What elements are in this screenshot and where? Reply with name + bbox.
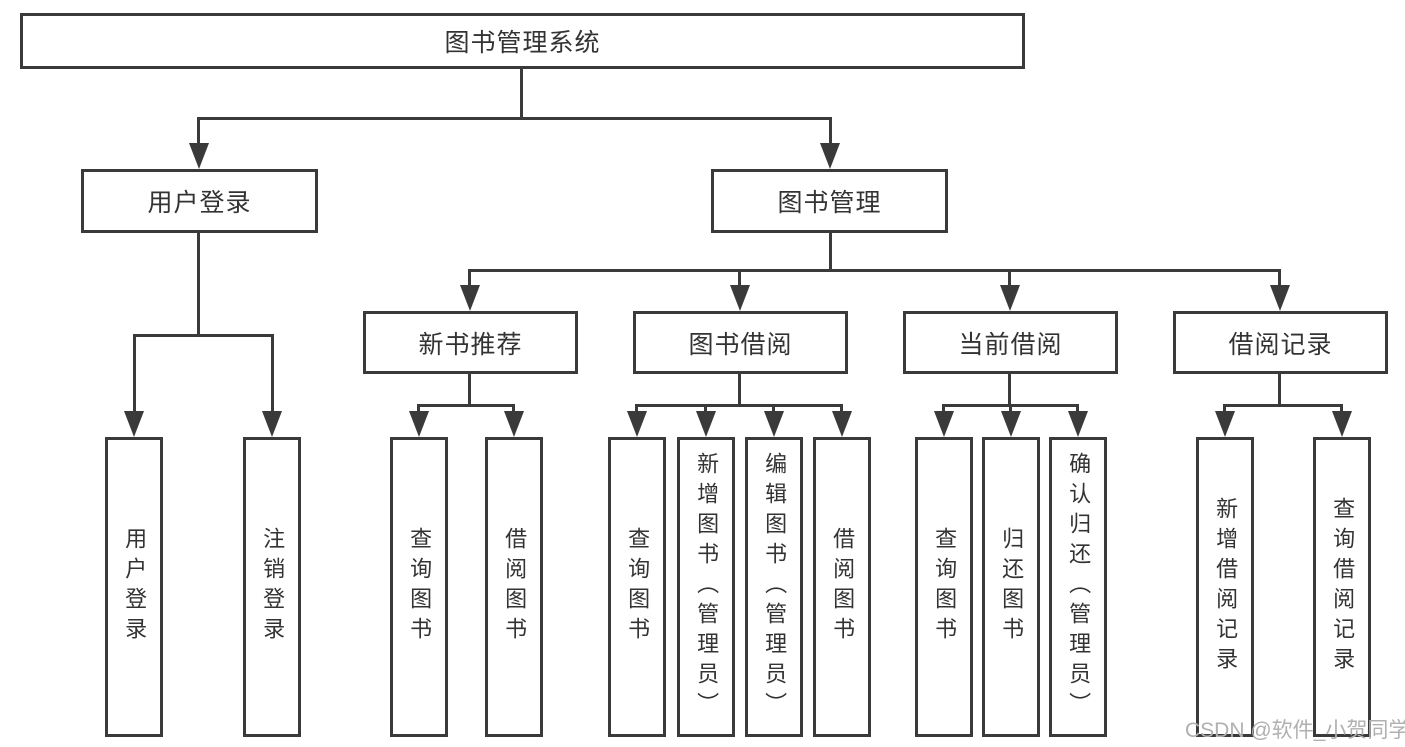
leaf-label: 借阅图书 bbox=[502, 527, 528, 647]
connector-line bbox=[468, 269, 471, 287]
connector-line bbox=[1223, 404, 1343, 407]
arrow-down-icon bbox=[730, 285, 750, 311]
connector-line bbox=[738, 269, 741, 287]
connector-line bbox=[468, 269, 1281, 272]
leaf-label: 借阅图书 bbox=[830, 527, 856, 647]
connector-line bbox=[271, 334, 274, 413]
leaf-logout: 注销登录 bbox=[243, 437, 301, 737]
connector-line bbox=[772, 404, 775, 414]
connector-line bbox=[1223, 404, 1226, 414]
connector-line bbox=[417, 404, 515, 407]
node-borrow-records: 借阅记录 bbox=[1173, 311, 1388, 374]
leaf-query-borrow-record: 查询借阅记录 bbox=[1313, 437, 1371, 737]
node-root: 图书管理系统 bbox=[20, 13, 1025, 69]
leaf-label: 查询图书 bbox=[932, 527, 958, 647]
arrow-down-icon bbox=[696, 411, 716, 437]
arrow-down-icon bbox=[764, 411, 784, 437]
arrow-down-icon bbox=[460, 285, 480, 311]
arrow-down-icon bbox=[1001, 411, 1021, 437]
arrow-down-icon bbox=[820, 143, 840, 169]
leaf-query-books-current: 查询图书 bbox=[915, 437, 973, 737]
arrow-down-icon bbox=[409, 411, 429, 437]
connector-line bbox=[133, 334, 136, 413]
connector-line bbox=[1076, 404, 1079, 414]
node-borrow-records-label: 借阅记录 bbox=[1228, 330, 1333, 359]
leaf-label: 查询图书 bbox=[407, 527, 433, 647]
arrow-down-icon bbox=[1068, 411, 1088, 437]
leaf-add-books-admin: 新增图书（管理员） bbox=[677, 437, 735, 737]
connector-line bbox=[635, 404, 843, 407]
arrow-down-icon bbox=[934, 411, 954, 437]
node-user-login-label: 用户登录 bbox=[147, 189, 252, 217]
leaf-label: 查询借阅记录 bbox=[1330, 497, 1356, 677]
leaf-query-books: 查询图书 bbox=[608, 437, 666, 737]
leaf-user-login: 用户登录 bbox=[105, 437, 163, 737]
arrow-down-icon bbox=[1270, 285, 1290, 311]
arrow-down-icon bbox=[504, 411, 524, 437]
connector-line bbox=[520, 69, 523, 119]
arrow-down-icon bbox=[627, 411, 647, 437]
leaf-label: 归还图书 bbox=[999, 527, 1025, 647]
arrow-down-icon bbox=[1332, 411, 1352, 437]
node-user-login: 用户登录 bbox=[81, 169, 318, 233]
leaf-label: 用户登录 bbox=[122, 527, 148, 647]
node-new-book-recommend: 新书推荐 bbox=[363, 311, 578, 374]
leaf-label: 查询图书 bbox=[625, 527, 651, 647]
leaf-label: 编辑图书（管理员） bbox=[762, 452, 788, 722]
connector-line bbox=[829, 233, 832, 271]
connector-line bbox=[468, 374, 471, 406]
connector-line bbox=[1278, 374, 1281, 406]
connector-line bbox=[512, 404, 515, 414]
leaf-return-books: 归还图书 bbox=[982, 437, 1040, 737]
leaf-query-books-recommend: 查询图书 bbox=[390, 437, 448, 737]
connector-line bbox=[197, 117, 832, 120]
arrow-down-icon bbox=[124, 411, 144, 437]
node-current-borrow-label: 当前借阅 bbox=[958, 330, 1063, 359]
connector-line bbox=[635, 404, 638, 414]
arrow-down-icon bbox=[189, 143, 209, 169]
arrow-down-icon bbox=[1000, 285, 1020, 311]
connector-line bbox=[738, 374, 741, 406]
connector-line bbox=[704, 404, 707, 414]
arrow-down-icon bbox=[832, 411, 852, 437]
leaf-label: 新增图书（管理员） bbox=[694, 452, 720, 722]
leaf-edit-books-admin: 编辑图书（管理员） bbox=[745, 437, 803, 737]
connector-line bbox=[417, 404, 420, 414]
node-book-management-label: 图书管理 bbox=[777, 189, 882, 217]
leaf-confirm-return-admin: 确认归还（管理员） bbox=[1049, 437, 1107, 737]
node-current-borrow: 当前借阅 bbox=[903, 311, 1118, 374]
node-new-book-recommend-label: 新书推荐 bbox=[418, 330, 523, 359]
connector-line bbox=[829, 117, 832, 146]
leaf-label: 确认归还（管理员） bbox=[1066, 452, 1092, 722]
leaf-label: 新增借阅记录 bbox=[1213, 497, 1239, 677]
connector-line bbox=[1008, 374, 1011, 406]
node-root-label: 图书管理系统 bbox=[444, 29, 601, 57]
leaf-add-borrow-record: 新增借阅记录 bbox=[1196, 437, 1254, 737]
leaf-label: 注销登录 bbox=[260, 527, 286, 647]
leaf-borrow-books-recommend: 借阅图书 bbox=[485, 437, 543, 737]
arrow-down-icon bbox=[262, 411, 282, 437]
node-book-borrow-label: 图书借阅 bbox=[688, 330, 793, 359]
node-book-management: 图书管理 bbox=[711, 169, 948, 233]
connector-line bbox=[1278, 269, 1281, 287]
connector-line bbox=[1008, 269, 1011, 287]
connector-line bbox=[1009, 404, 1012, 414]
node-book-borrow: 图书借阅 bbox=[633, 311, 848, 374]
connector-line bbox=[840, 404, 843, 414]
arrow-down-icon bbox=[1215, 411, 1235, 437]
connector-line bbox=[197, 117, 200, 146]
connector-line bbox=[942, 404, 945, 414]
connector-line bbox=[197, 233, 200, 336]
leaf-borrow-books: 借阅图书 bbox=[813, 437, 871, 737]
connector-line bbox=[1340, 404, 1343, 414]
connector-line bbox=[133, 334, 274, 337]
watermark: CSDN @软件_小贺同学 bbox=[1185, 719, 1405, 742]
